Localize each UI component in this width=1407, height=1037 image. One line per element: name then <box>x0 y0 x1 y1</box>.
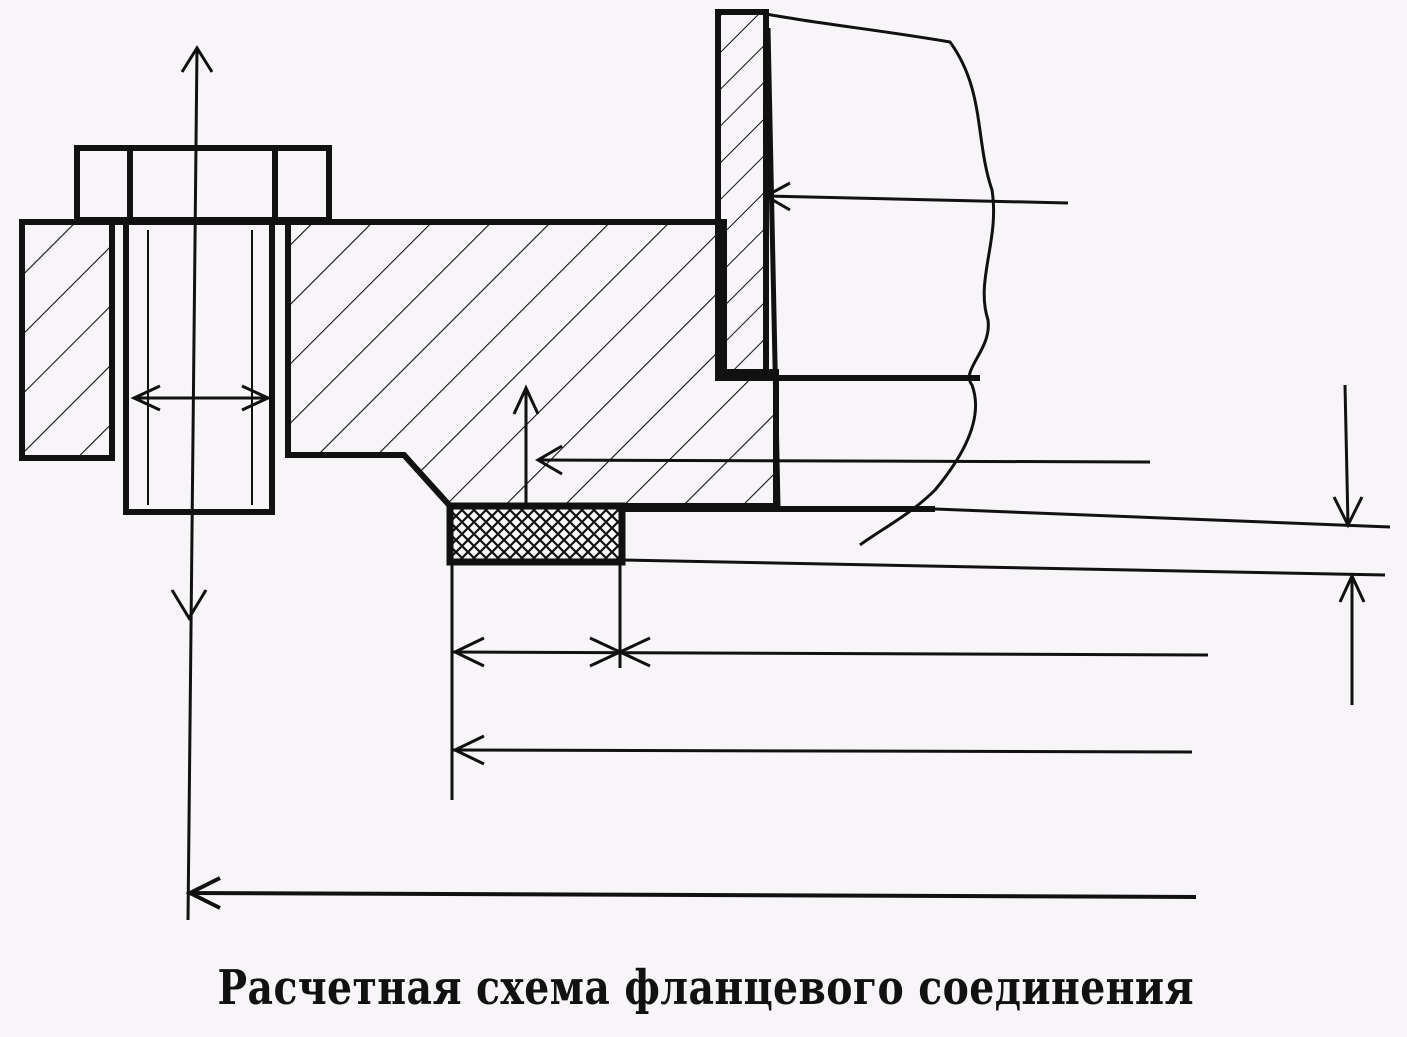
bolt-axis-dimension <box>170 45 214 921</box>
bolt-shank <box>109 219 291 515</box>
flange-left-section <box>19 219 115 461</box>
shell-inner-line <box>765 27 781 507</box>
shell-leader-arrow <box>762 181 1069 212</box>
shell-wall <box>715 9 769 381</box>
hub-force-arrow <box>512 384 540 506</box>
bolt-diameter-dimension <box>130 384 272 412</box>
diagram-caption: Расчетная схема фланцевого соединения <box>217 960 1194 1016</box>
hub-leader-arrow <box>535 444 1151 476</box>
gasket-thickness-dimension <box>1332 384 1366 705</box>
bolt-circle-dimension <box>185 876 1197 910</box>
bolt-head <box>74 145 332 223</box>
gasket-diameter-dimensions <box>450 562 1209 800</box>
gasket <box>446 502 626 566</box>
sealing-face-lines <box>621 506 1391 577</box>
vessel-break-line <box>726 12 996 547</box>
flange-main-section <box>285 219 779 509</box>
